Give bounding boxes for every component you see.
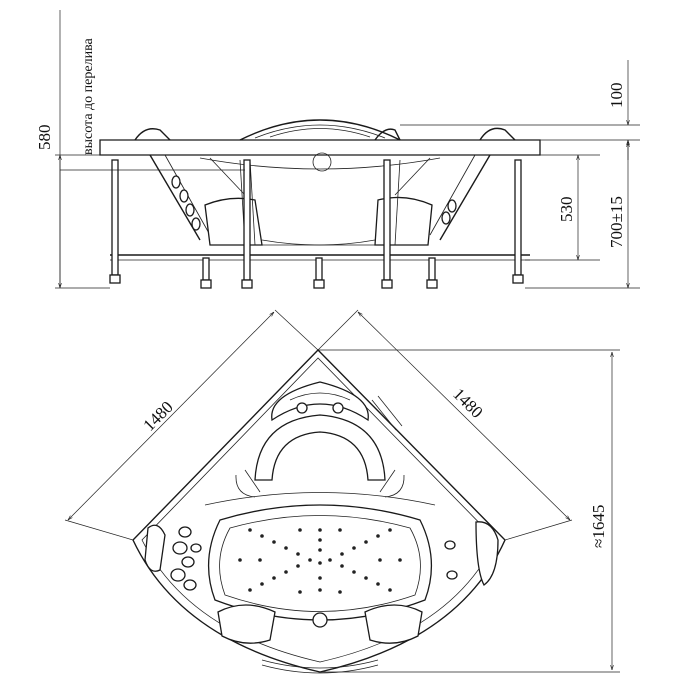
height-580-label: 580: [35, 125, 54, 151]
width-left-label: 1480: [139, 397, 176, 434]
side-jets-right: [441, 199, 457, 225]
frame-legs: [109, 159, 524, 289]
tub-body-right-wall: [439, 154, 491, 241]
drain-icon: [312, 152, 332, 172]
jets-left-cluster: [144, 524, 202, 591]
height-100-label: 100: [607, 83, 626, 109]
diagonal-label: ≈1645: [589, 505, 608, 548]
floor-jets-pattern: [238, 528, 402, 594]
top-view: 1480 1480 ≈1645: [64, 309, 620, 674]
drain-overflow-icon: [312, 612, 328, 628]
height-700-label: 700±15: [607, 196, 626, 248]
side-dimensions: [55, 10, 640, 289]
headrest: [271, 381, 369, 422]
side-view: 580 высота до перелива 100 530 700±15: [35, 10, 640, 289]
side-jets-left: [171, 175, 201, 231]
bottom-left-seat: [217, 604, 276, 644]
right-seat-back: [479, 127, 516, 141]
overflow-note-label: высота до перелива: [81, 38, 96, 155]
tub-rim: [99, 139, 541, 156]
left-seat-back: [134, 128, 171, 141]
tub-dome: [239, 119, 401, 141]
bottom-right-seat: [364, 604, 423, 644]
right-side-pillow: [475, 521, 499, 586]
width-right-label: 1480: [449, 384, 486, 421]
armrest-arch: [254, 414, 386, 481]
top-dimensions: [64, 309, 620, 673]
height-530-label: 530: [557, 197, 576, 223]
